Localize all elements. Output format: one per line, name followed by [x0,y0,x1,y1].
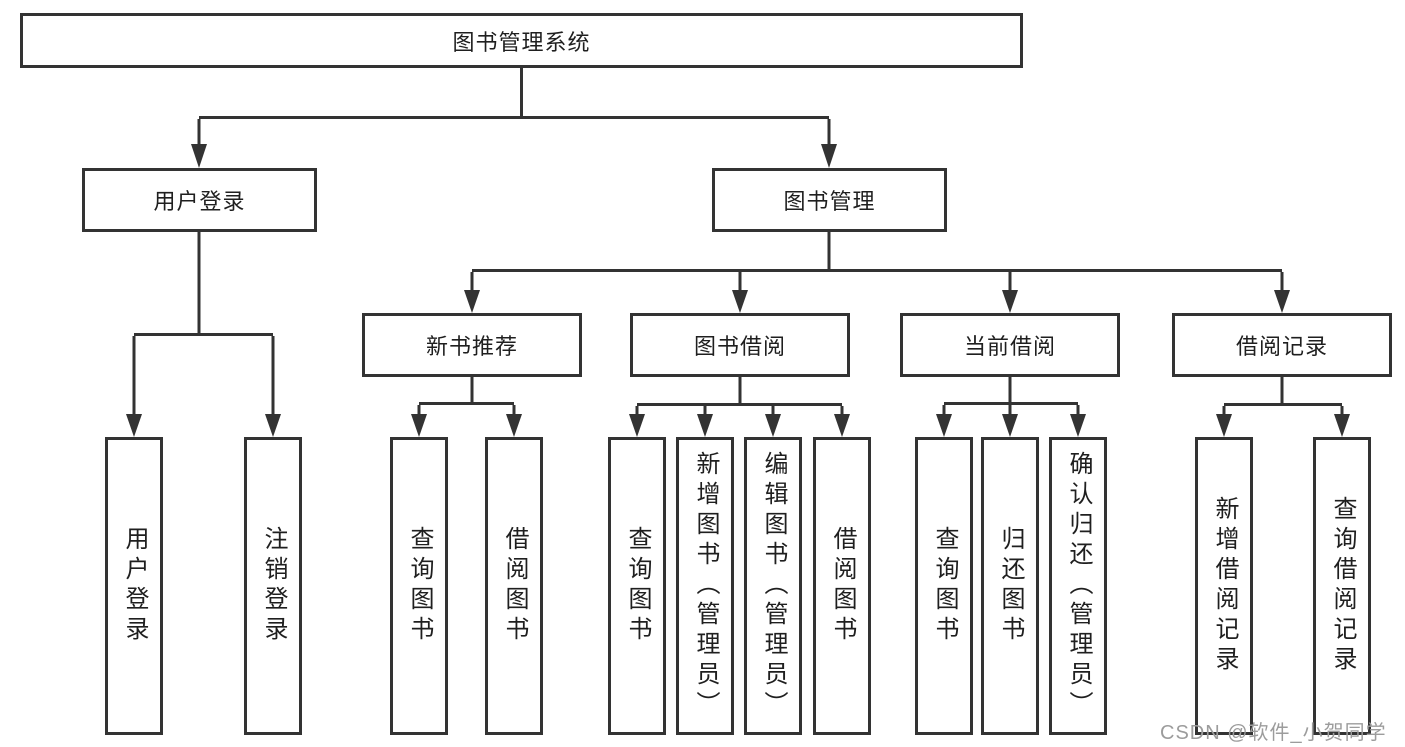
leaf-user-login: 用户登录 [105,437,163,735]
leaf-query-books-recommend: 查询图书 [390,437,448,735]
node-user-login: 用户登录 [82,168,317,232]
leaf-return-books: 归还图书 [981,437,1039,735]
leaf-query-books-borrow: 查询图书 [608,437,666,735]
leaf-borrow-books-recommend: 借阅图书 [485,437,543,735]
leaf-logout: 注销登录 [244,437,302,735]
node-current-borrow: 当前借阅 [900,313,1120,377]
csdn-watermark: CSDN @软件_小贺同学 [1160,722,1387,744]
node-borrow-records: 借阅记录 [1172,313,1392,377]
node-book-borrow: 图书借阅 [630,313,850,377]
node-root-library-management-system: 图书管理系统 [20,13,1023,68]
leaf-query-borrow-record: 查询借阅记录 [1313,437,1371,735]
node-new-book-recommend: 新书推荐 [362,313,582,377]
leaf-query-books-current: 查询图书 [915,437,973,735]
leaf-borrow-books: 借阅图书 [813,437,871,735]
arrowheads [126,144,1350,437]
leaf-add-books-admin: 新增图书（管理员） [676,437,734,735]
node-book-management: 图书管理 [712,168,947,232]
leaf-add-borrow-record: 新增借阅记录 [1195,437,1253,735]
leaf-confirm-return-admin: 确认归还（管理员） [1049,437,1107,735]
leaf-edit-books-admin: 编辑图书（管理员） [744,437,802,735]
